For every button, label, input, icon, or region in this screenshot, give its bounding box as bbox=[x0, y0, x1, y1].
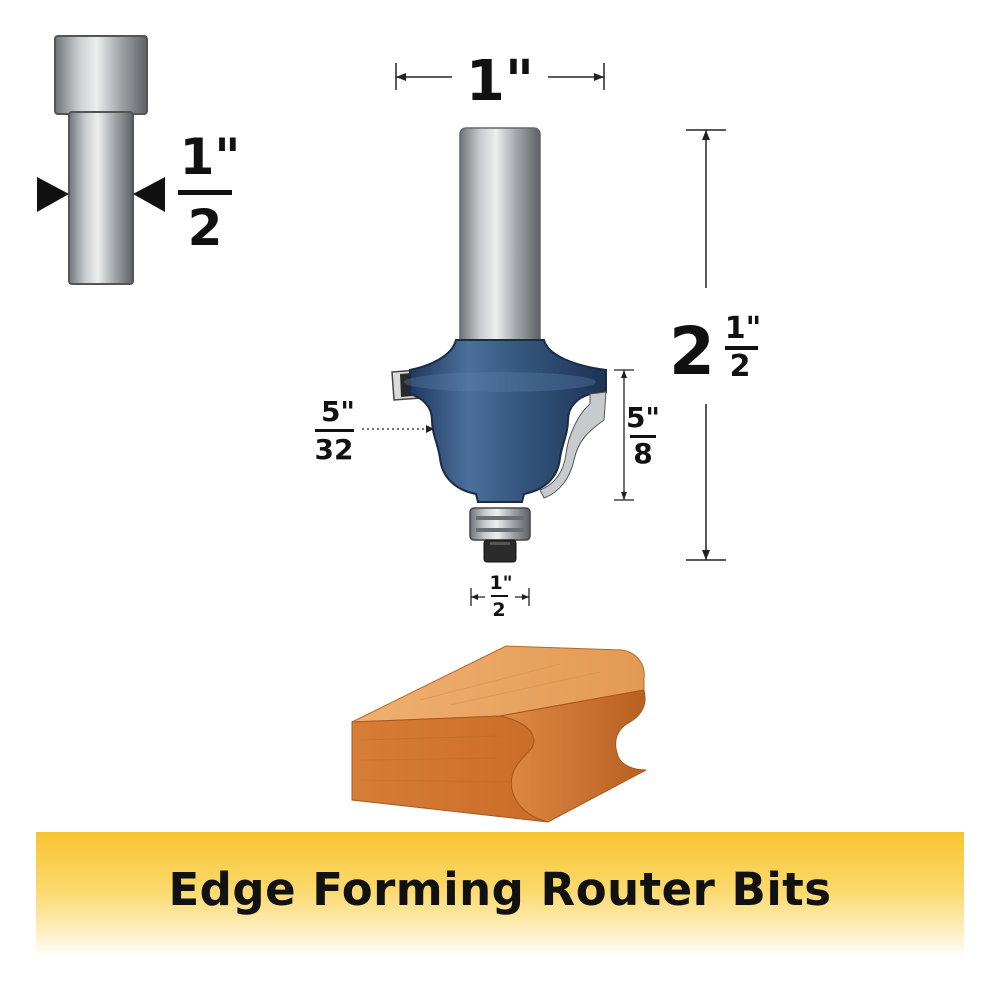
bearing-fraction-bar bbox=[491, 595, 508, 597]
cutting-length-fraction-bar bbox=[630, 435, 656, 438]
shank-denominator: 2 bbox=[188, 199, 223, 257]
radius-numerator: 5" bbox=[321, 395, 355, 428]
router-bit bbox=[391, 127, 607, 563]
radius-denominator: 32 bbox=[315, 433, 354, 466]
arrow-left-icon bbox=[133, 177, 165, 212]
bearing-numerator: 1" bbox=[489, 572, 512, 594]
shank-icon bbox=[37, 35, 165, 285]
cutting-length-numerator: 5" bbox=[626, 401, 660, 434]
radius-arrow-icon bbox=[426, 425, 434, 433]
shank-fraction-bar bbox=[178, 190, 232, 195]
length-dimension bbox=[686, 129, 726, 561]
cutting-length-denominator: 8 bbox=[633, 437, 652, 470]
arrow-right-icon bbox=[37, 177, 69, 212]
diameter-dimension bbox=[395, 63, 605, 90]
title-banner: Edge Forming Router Bits bbox=[36, 832, 964, 958]
length-numerator: 1" bbox=[725, 311, 762, 346]
bearing-denominator: 2 bbox=[492, 599, 505, 621]
length-whole: 2 bbox=[669, 313, 715, 390]
length-denominator: 2 bbox=[730, 349, 751, 384]
diameter-label: 1" bbox=[466, 49, 534, 114]
banner-title: Edge Forming Router Bits bbox=[168, 862, 832, 916]
bearing-dimension bbox=[470, 588, 530, 606]
wood-profile-sample bbox=[351, 645, 647, 823]
length-fraction-bar bbox=[725, 346, 758, 350]
radius-fraction-bar bbox=[315, 429, 354, 432]
cutting-length-dimension bbox=[614, 369, 634, 501]
shank-numerator: 1" bbox=[180, 128, 241, 186]
